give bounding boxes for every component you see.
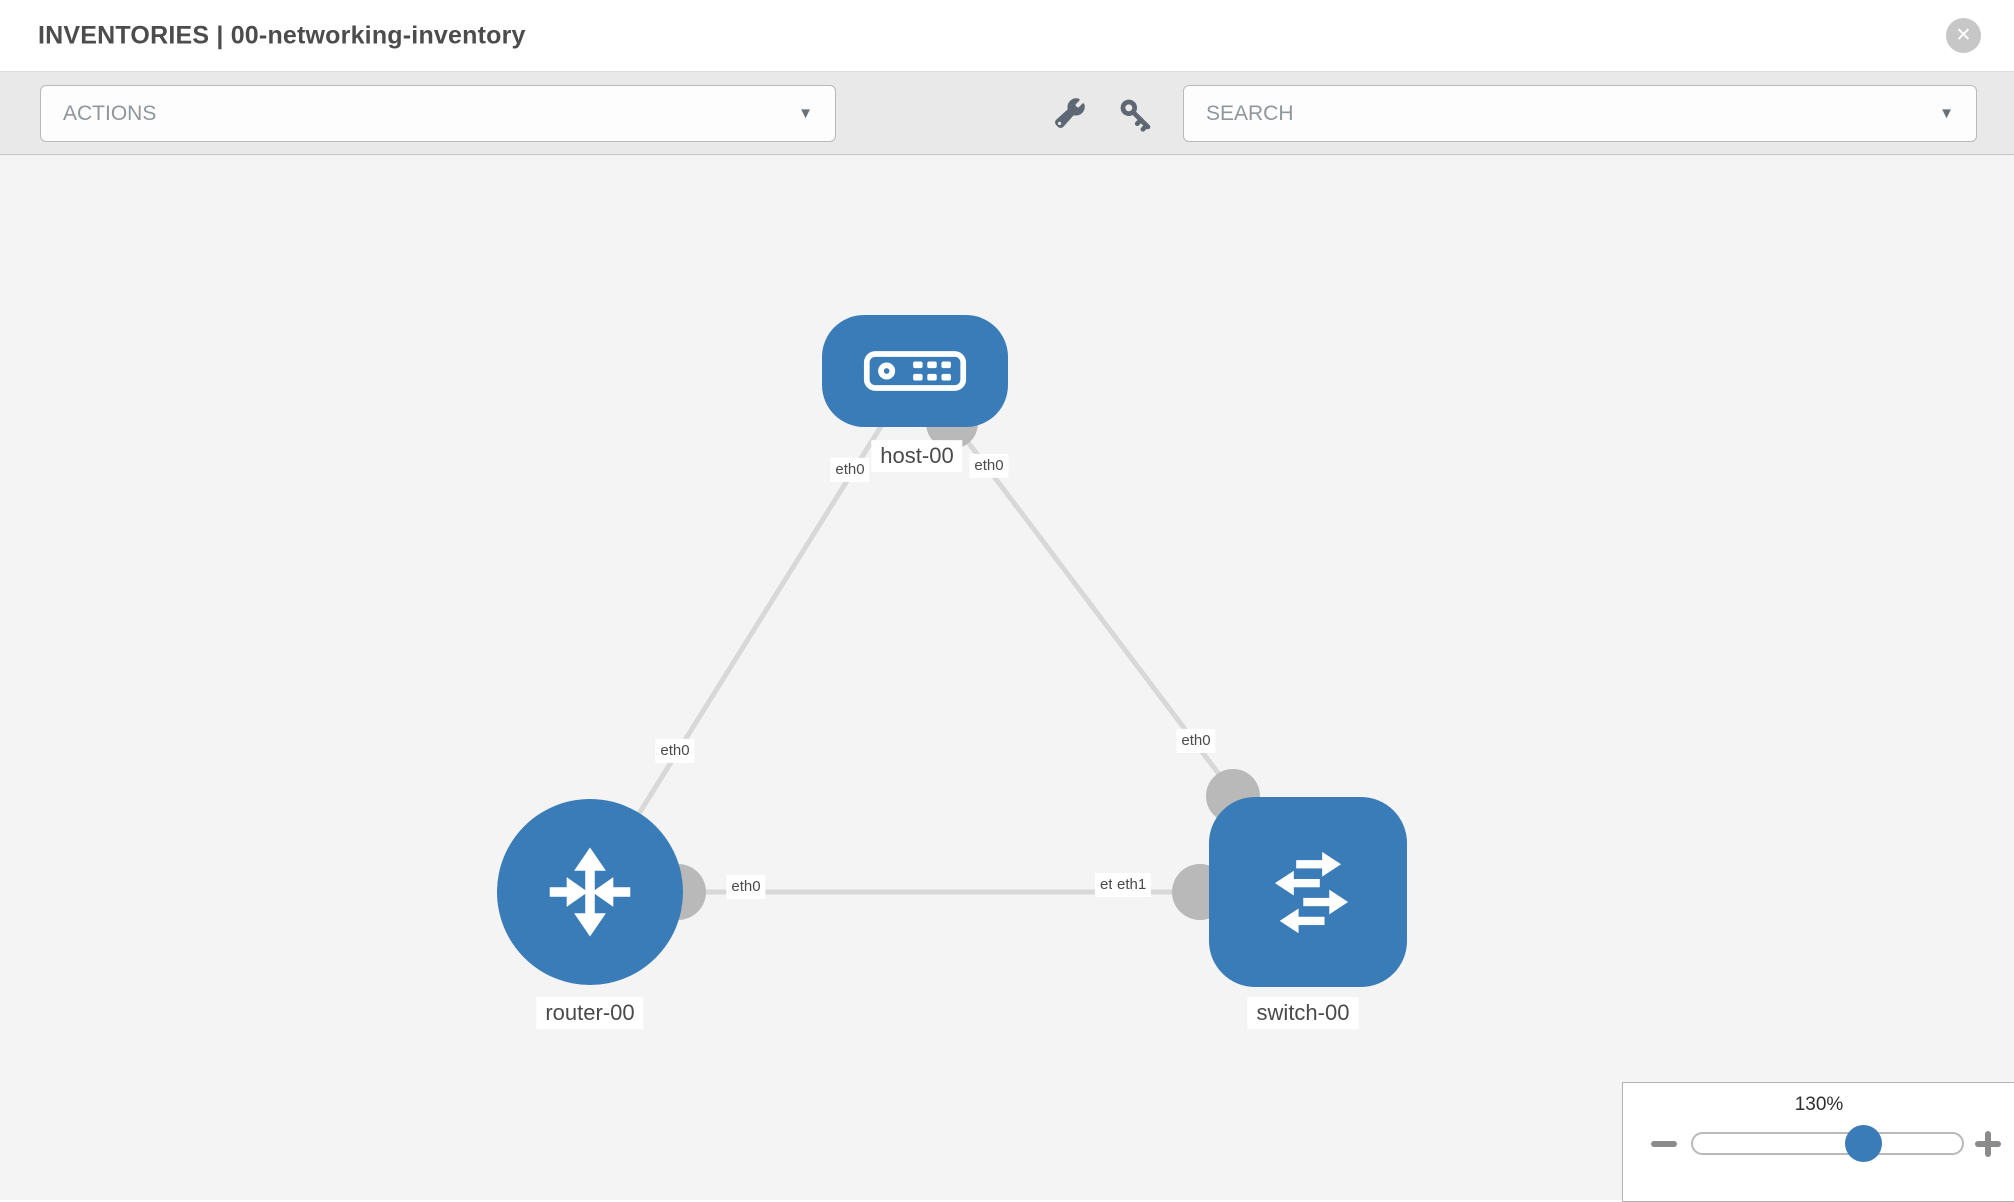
router-icon [549,847,631,937]
iface-label-switch-to-host: eth0 [1176,728,1216,754]
iface-label-switch-to-router: eth1 [1112,873,1152,898]
key-icon[interactable] [1117,96,1153,132]
close-icon[interactable]: ✕ [1946,18,1981,53]
node-label-host: host-00 [871,440,963,472]
plus-icon [1985,1131,1991,1157]
iface-label-router-to-host: eth0 [655,738,695,764]
chevron-down-icon: ▼ [1939,105,1954,122]
node-label-router: router-00 [536,997,644,1029]
actions-dropdown[interactable]: ACTIONS ▼ [40,85,836,142]
node-label-switch: switch-00 [1247,997,1359,1029]
search-placeholder: SEARCH [1206,101,1294,125]
zoom-slider-track[interactable] [1691,1132,1964,1155]
zoom-level-value: 130% [1794,1094,1844,1115]
iface-label-host-to-switch: eth0 [969,453,1009,479]
host-icon [863,351,967,391]
node-switch-00[interactable] [1209,797,1407,987]
zoom-control-panel: 130% [1622,1082,2014,1202]
search-input[interactable]: SEARCH ▼ [1183,85,1977,142]
zoom-in-button[interactable] [1971,1127,2005,1161]
page-title: INVENTORIES | 00-networking-inventory [38,21,526,49]
zoom-out-button[interactable] [1651,1141,1677,1147]
iface-label-host-to-router: eth0 [830,457,870,483]
toolbar: ACTIONS ▼ SEARCH ▼ [0,71,2014,155]
links-layer [587,370,1310,920]
switch-icon [1274,851,1349,934]
actions-dropdown-label: ACTIONS [63,101,157,125]
zoom-slider-handle[interactable] [1845,1125,1882,1162]
header: INVENTORIES | 00-networking-inventory ✕ [0,0,2014,71]
node-router-00[interactable] [497,799,683,985]
topology-canvas[interactable]: host-00 router-00 switch-00 eth0 eth0 et… [0,155,2014,1202]
wrench-icon[interactable] [1051,96,1087,132]
chevron-down-icon: ▼ [798,105,813,122]
node-host-00[interactable] [822,315,1008,427]
iface-label-router-to-switch: eth0 [726,874,766,900]
